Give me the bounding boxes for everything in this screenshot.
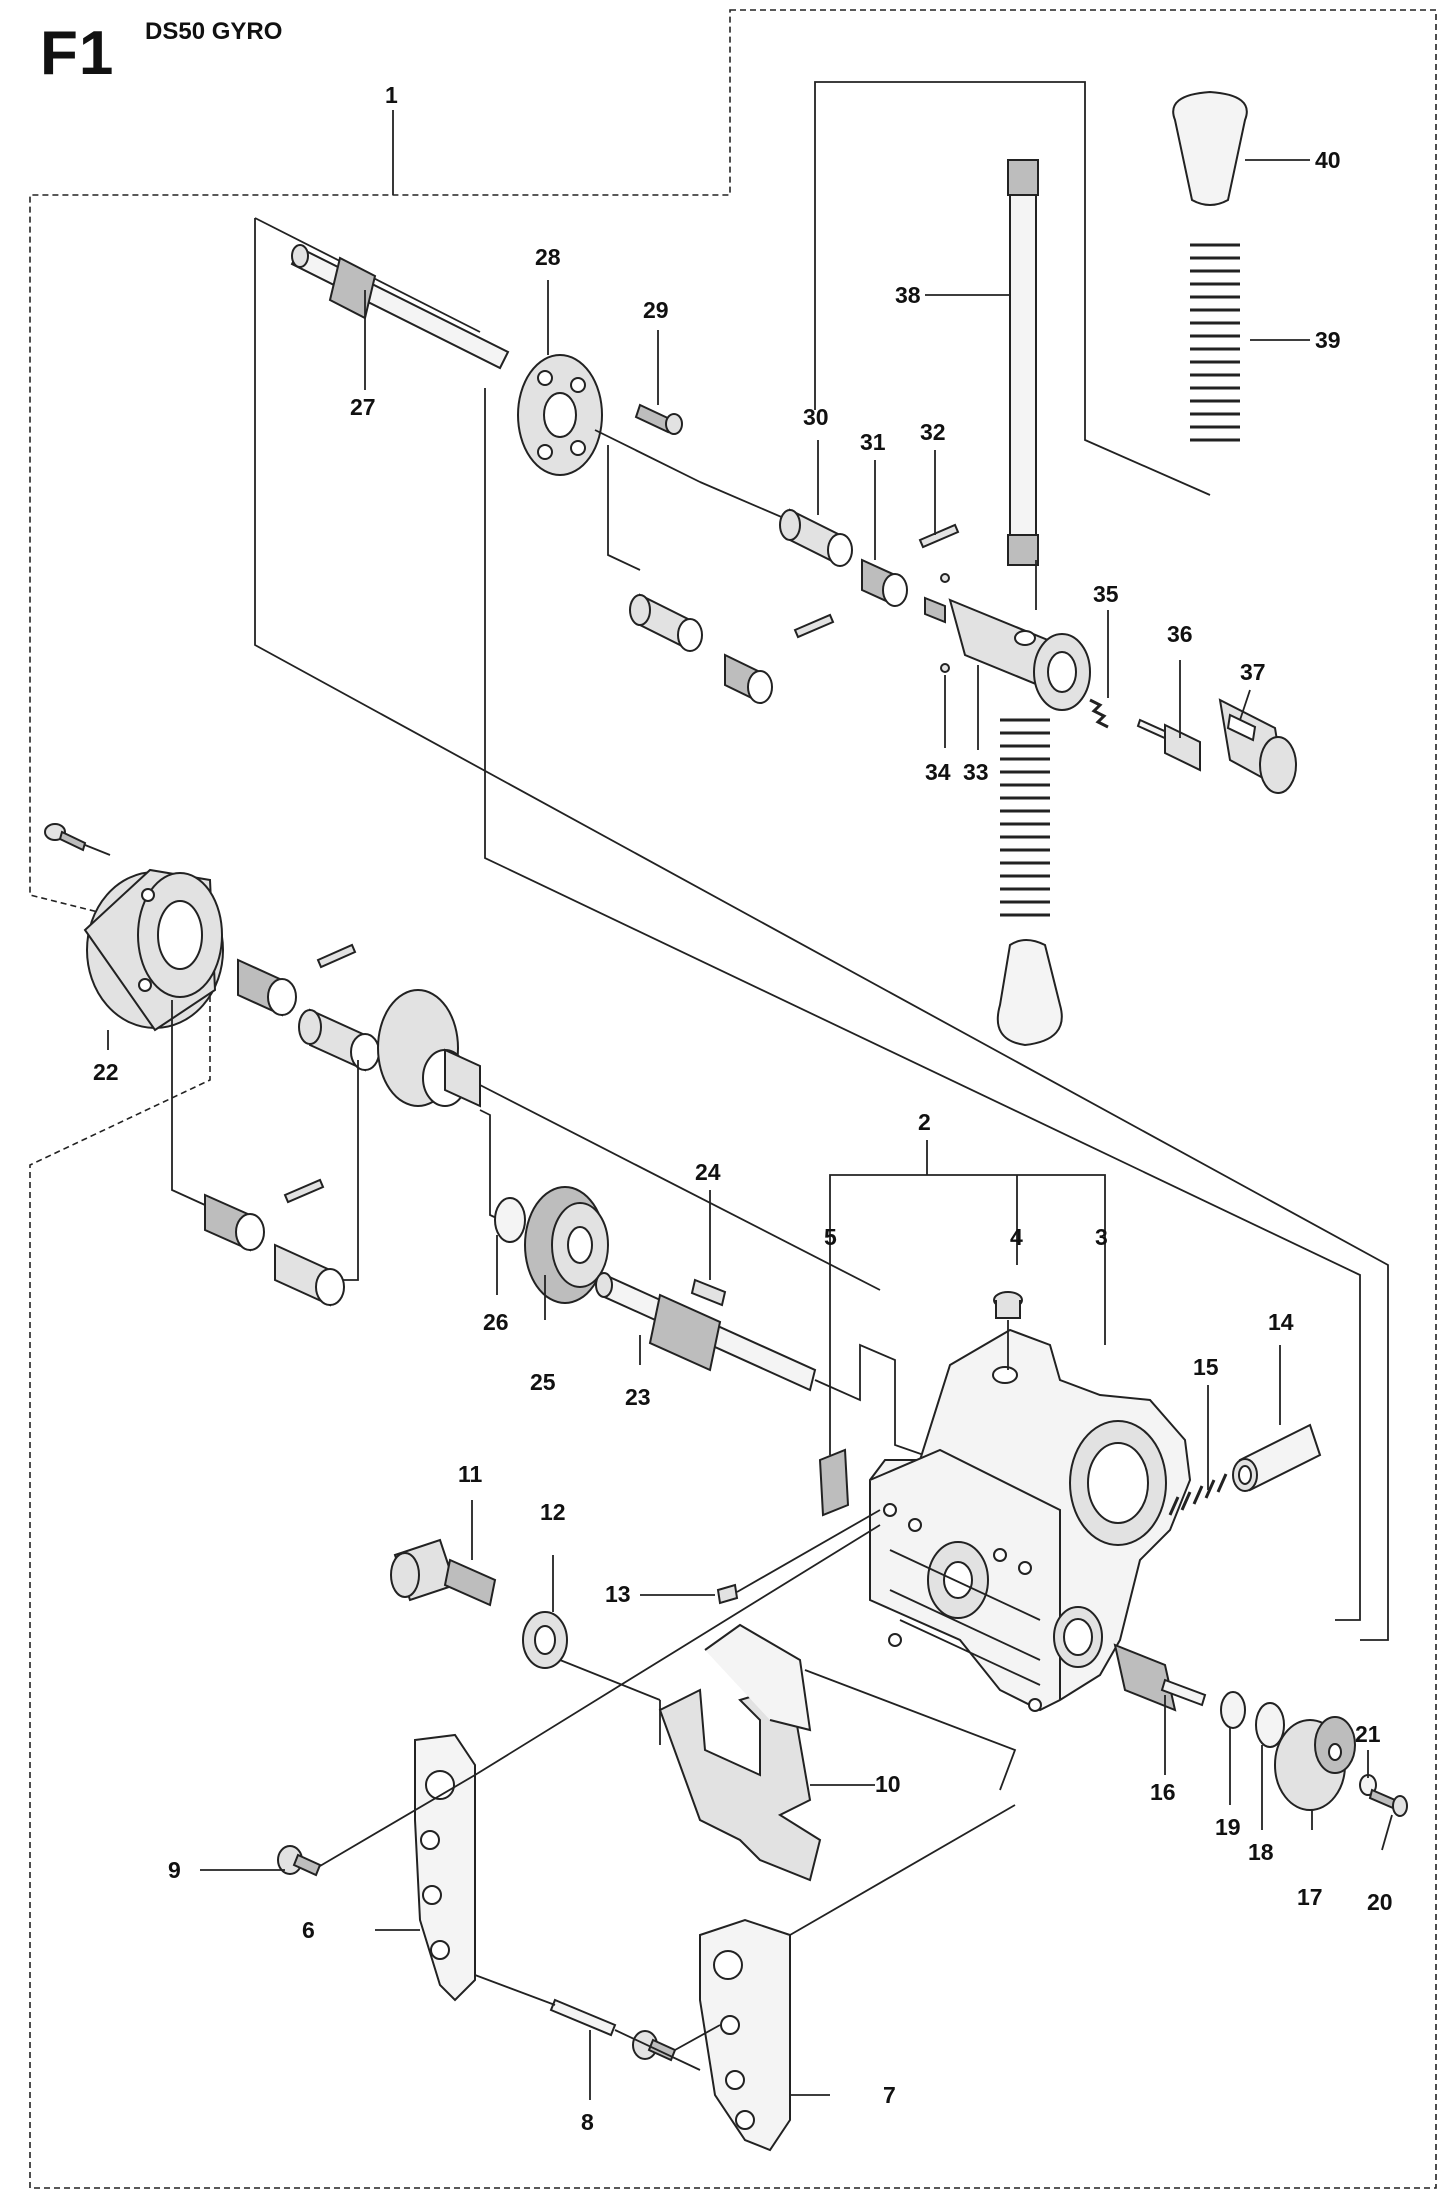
callout-35: 35 — [1093, 581, 1119, 607]
callout-22: 22 — [93, 1059, 119, 1085]
pin-left-upper — [316, 943, 357, 969]
collar-upper — [861, 558, 908, 607]
lever-body — [948, 598, 1091, 711]
callout-34: 34 — [925, 759, 951, 785]
pin-lower-upper-group — [793, 613, 835, 639]
callout-4: 4 — [1010, 1224, 1023, 1250]
flange-left — [377, 989, 481, 1108]
callout-33: 33 — [963, 759, 989, 785]
callout-18: 18 — [1248, 1839, 1274, 1865]
washer — [522, 1611, 568, 1669]
pinion-shaft — [290, 244, 510, 370]
plug — [993, 1291, 1023, 1319]
detent-spring — [1168, 1473, 1228, 1516]
callout-12: 12 — [540, 1499, 566, 1525]
callout-13: 13 — [605, 1581, 631, 1607]
lever-rod — [1007, 159, 1039, 566]
woodruff-key — [690, 1278, 727, 1307]
model-name: DS50 GYRO — [145, 18, 283, 45]
o-ring — [1220, 1691, 1246, 1729]
callout-37: 37 — [1240, 659, 1266, 685]
circlip — [1255, 1702, 1285, 1748]
callout-27: 27 — [350, 394, 376, 420]
lever-spring-lower — [1000, 718, 1050, 917]
callout-21: 21 — [1355, 1721, 1381, 1747]
callout-32: 32 — [920, 419, 946, 445]
socket-screw — [277, 1845, 322, 1877]
knob-lower — [996, 939, 1063, 1047]
bushing-upper — [779, 508, 853, 567]
valve-stem — [1113, 1643, 1207, 1712]
callout-19: 19 — [1215, 1814, 1241, 1840]
pin-upper — [918, 523, 960, 549]
bushing-lower-upper-group — [629, 593, 703, 652]
group-outline-upper — [254, 218, 1389, 1641]
callout-labels: 1 2 3 4 5 6 7 8 9 10 11 12 13 14 15 16 1… — [93, 82, 1393, 2135]
callout-6: 6 — [302, 1917, 315, 1943]
assembly-boundary — [29, 9, 1437, 2189]
collar-lower-upper-group — [724, 653, 773, 704]
callout-36: 36 — [1167, 621, 1193, 647]
callout-17: 17 — [1297, 1884, 1323, 1910]
callout-16: 16 — [1150, 1779, 1176, 1805]
callout-8: 8 — [581, 2109, 594, 2135]
screw-left — [44, 823, 87, 852]
lock-ring — [83, 868, 224, 1032]
callout-24: 24 — [695, 1159, 721, 1185]
leader-lines — [107, 110, 1393, 2100]
callout-14: 14 — [1268, 1309, 1294, 1335]
guide-plate-left — [414, 1733, 476, 2002]
callout-25: 25 — [530, 1369, 556, 1395]
callout-15: 15 — [1193, 1354, 1219, 1380]
pin-left-lower — [283, 1178, 325, 1204]
flange-housing — [517, 354, 603, 476]
callout-2: 2 — [918, 1109, 931, 1135]
callout-39: 39 — [1315, 327, 1341, 353]
guide-plate-right — [699, 1918, 791, 2152]
end-cap — [1274, 1716, 1356, 1811]
guide-pin — [716, 1583, 739, 1605]
callout-23: 23 — [625, 1384, 651, 1410]
callout-40: 40 — [1315, 147, 1341, 173]
callout-31: 31 — [860, 429, 886, 455]
adapter-fitting — [390, 1538, 497, 1607]
key — [924, 596, 946, 624]
callout-5: 5 — [824, 1224, 837, 1250]
collar-left-lower — [204, 1193, 265, 1252]
callout-26: 26 — [483, 1309, 509, 1335]
retaining-ring — [494, 1197, 526, 1243]
detent-sleeve — [1232, 1423, 1322, 1492]
knob-upper — [1172, 90, 1248, 206]
dowel-pin — [549, 1998, 617, 2037]
plunger — [1136, 718, 1201, 772]
cap-screw-upper — [634, 403, 683, 435]
ball — [940, 573, 950, 583]
callout-9: 9 — [168, 1857, 181, 1883]
figure-code: F1 — [40, 19, 115, 88]
bushing-left — [298, 1008, 380, 1072]
callout-7: 7 — [883, 2082, 896, 2108]
collar-left — [237, 958, 297, 1017]
callout-1: 1 — [385, 82, 398, 108]
callout-28: 28 — [535, 244, 561, 270]
small-screw — [1368, 1788, 1408, 1817]
callout-30: 30 — [803, 404, 829, 430]
gear — [524, 1186, 609, 1304]
lever-spring-upper — [1190, 243, 1240, 442]
callout-3: 3 — [1095, 1224, 1108, 1250]
spacer-block — [818, 1448, 850, 1517]
cam-pin — [1218, 698, 1297, 794]
main-shaft — [595, 1272, 817, 1392]
callout-11: 11 — [458, 1461, 483, 1487]
callout-10: 10 — [875, 1771, 901, 1797]
callout-29: 29 — [643, 297, 669, 323]
gearbox-housing — [869, 1328, 1192, 1712]
callout-20: 20 — [1367, 1889, 1393, 1915]
callout-38: 38 — [895, 282, 921, 308]
small-spring — [1089, 698, 1109, 729]
bushing-left-lower — [274, 1243, 345, 1307]
clamp-block — [658, 1623, 822, 1882]
